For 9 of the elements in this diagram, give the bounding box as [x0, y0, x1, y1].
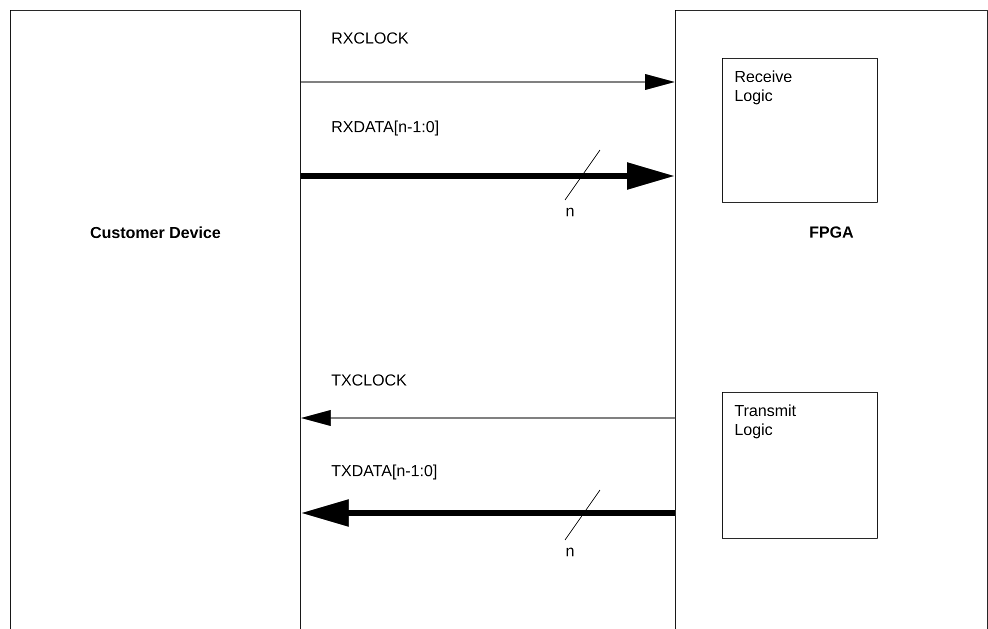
device-box: Customer Device — [10, 10, 301, 629]
signal-label: RXDATA[n-1:0] — [332, 120, 438, 136]
signal-label: TXDATA[n-1:0] — [332, 464, 436, 480]
logic-block: Transmit Logic — [722, 392, 878, 539]
logic-block: Receive Logic — [722, 58, 878, 203]
bus-width-label: n — [566, 208, 574, 216]
signal-label: TXCLOCK — [332, 374, 407, 386]
bus-width-label: n — [566, 548, 574, 556]
signal-label: RXCLOCK — [332, 32, 408, 44]
